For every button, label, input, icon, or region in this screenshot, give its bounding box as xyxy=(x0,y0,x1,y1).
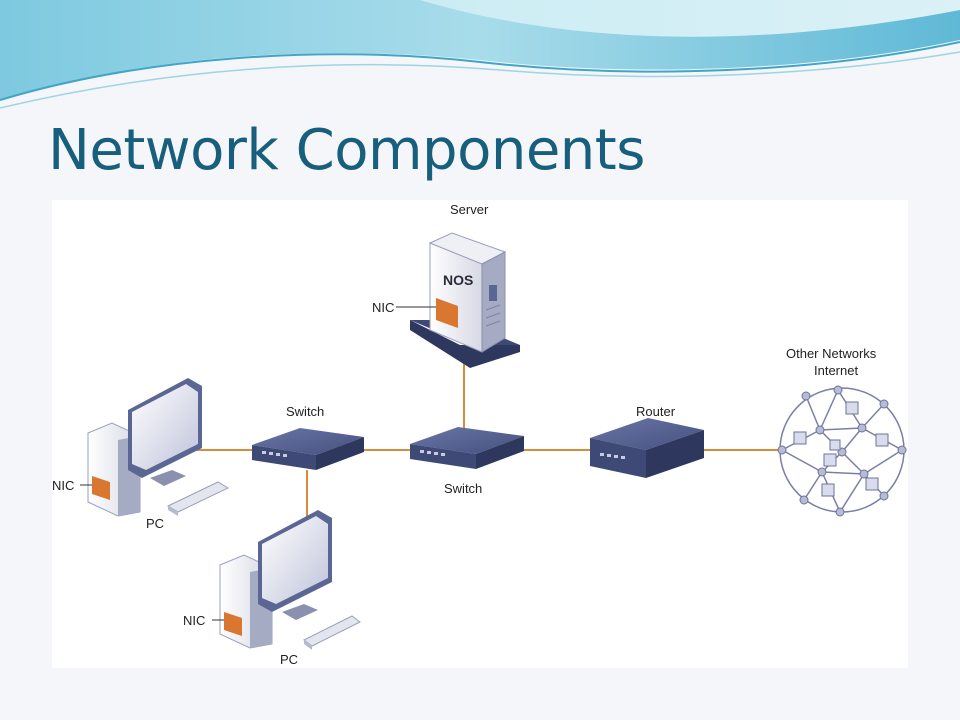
pc-bottom-nic-card xyxy=(224,612,242,636)
slide-title: Network Components xyxy=(48,118,645,183)
label-switch-center: Switch xyxy=(444,481,482,496)
label-nic-pc-left: NIC xyxy=(52,478,74,493)
pc-left xyxy=(80,378,230,517)
header-wave-decoration xyxy=(0,0,960,109)
label-internet: Internet xyxy=(814,363,858,378)
internet-mesh-nodes xyxy=(777,385,907,517)
label-pc-bottom: PC xyxy=(280,652,298,667)
switch-left xyxy=(252,428,364,470)
server xyxy=(396,232,520,368)
label-nos: NOS xyxy=(443,272,473,288)
switch-center xyxy=(410,427,524,469)
label-server: Server xyxy=(450,202,489,217)
label-other-networks: Other Networks xyxy=(786,346,877,361)
label-pc-left: PC xyxy=(146,516,164,531)
pc-bottom xyxy=(212,510,361,650)
label-nic-pc-bottom: NIC xyxy=(183,613,205,628)
label-switch-left: Switch xyxy=(286,404,324,419)
server-nic-card xyxy=(436,298,458,328)
pc-left-nic-card xyxy=(92,476,110,500)
label-nic-server: NIC xyxy=(372,300,394,315)
label-router: Router xyxy=(636,404,676,419)
router xyxy=(590,418,704,478)
internet-mesh-hosts xyxy=(793,401,889,497)
network-cables xyxy=(185,360,778,520)
